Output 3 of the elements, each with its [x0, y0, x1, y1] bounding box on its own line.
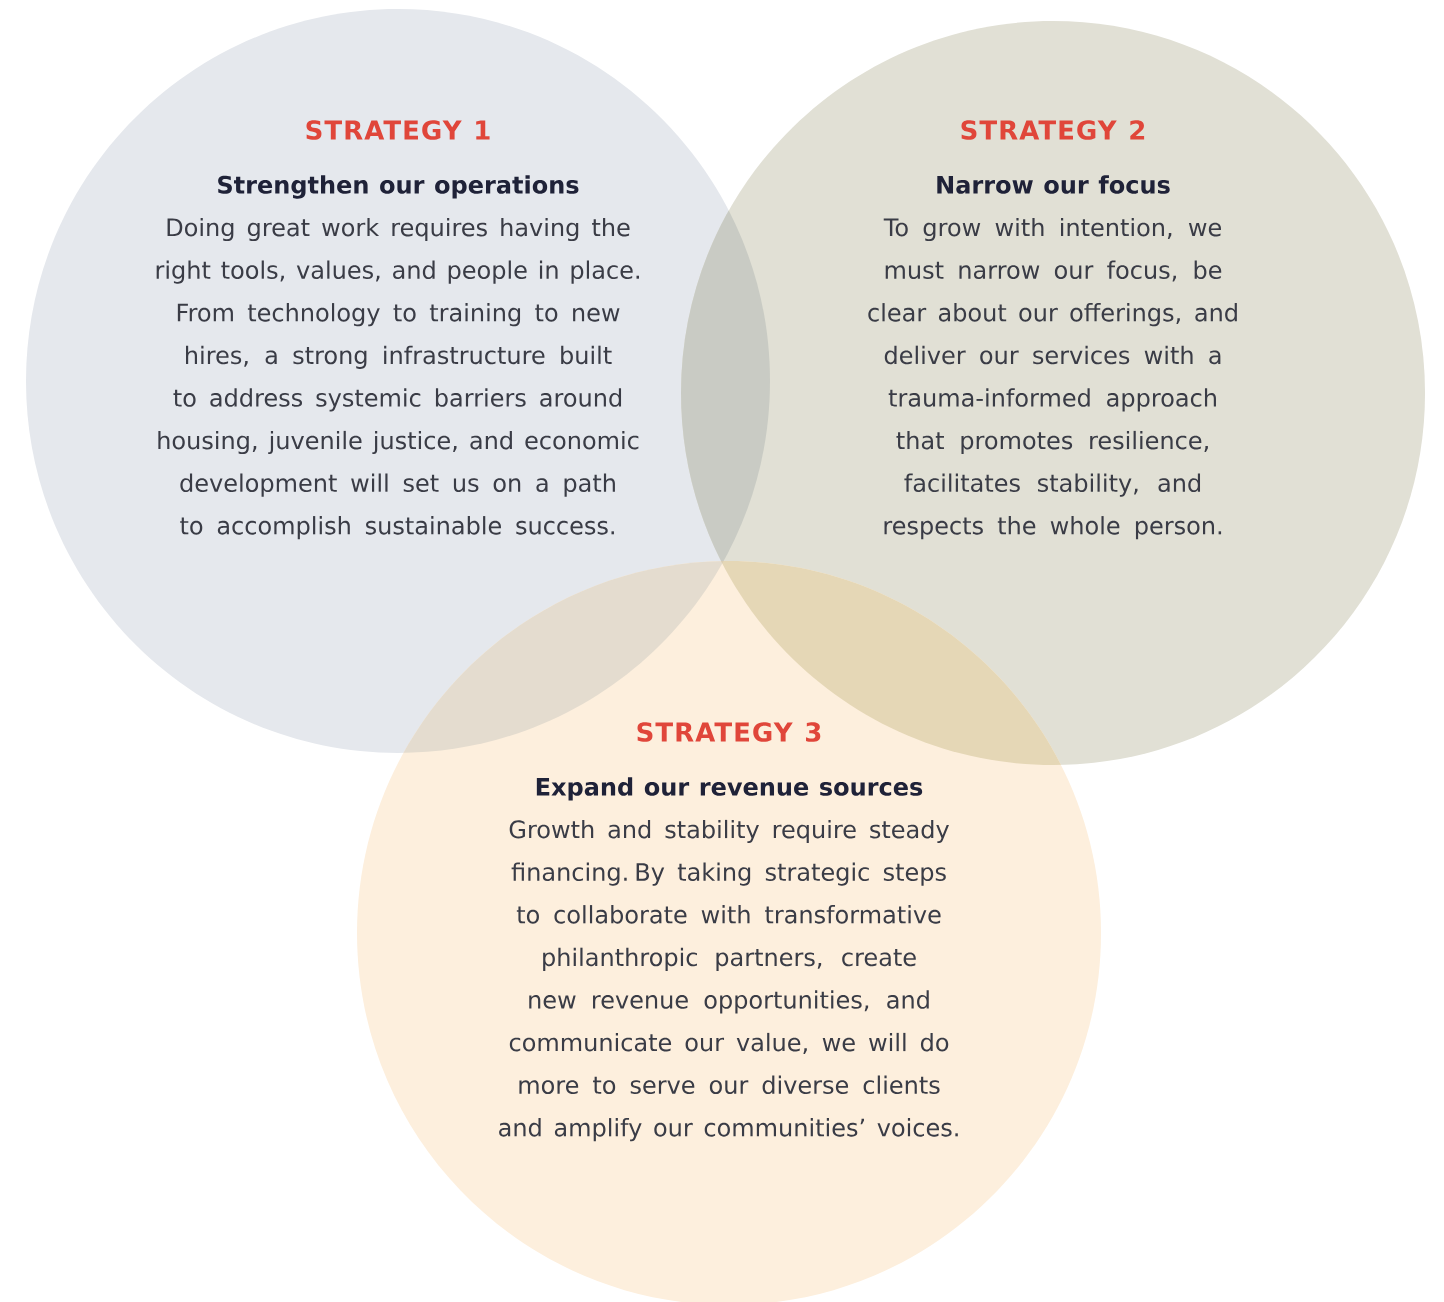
strategy-text: STRATEGY 1 Strengthen our operations Doing great work requires having the right tools, values, and people in place. From technology to training to new hires, a strong infrastructure built to address systemic barriers around housing, juvenile justice, and economic development will set us on a path to accomplish sustainable success. [156, 120, 639, 540]
strategy-text: STRATEGY 2 Narrow our focus To grow with intention, we must narrow our focus, be clear about our offerings, and deliver our services with a trauma-informed approach that promotes resilience, facilitates stability, and respects the whole person. [868, 120, 1237, 540]
strategy-text: STRATEGY 3 Expand our revenue sources Growth and stability require steady financing. By taking strategic steps to collaborate with transformative philanthropic partners, create new revenue opportunities, and communicate our value, we will do more to serve our diverse clients and amplify our communities’ voices. [499, 722, 958, 1142]
